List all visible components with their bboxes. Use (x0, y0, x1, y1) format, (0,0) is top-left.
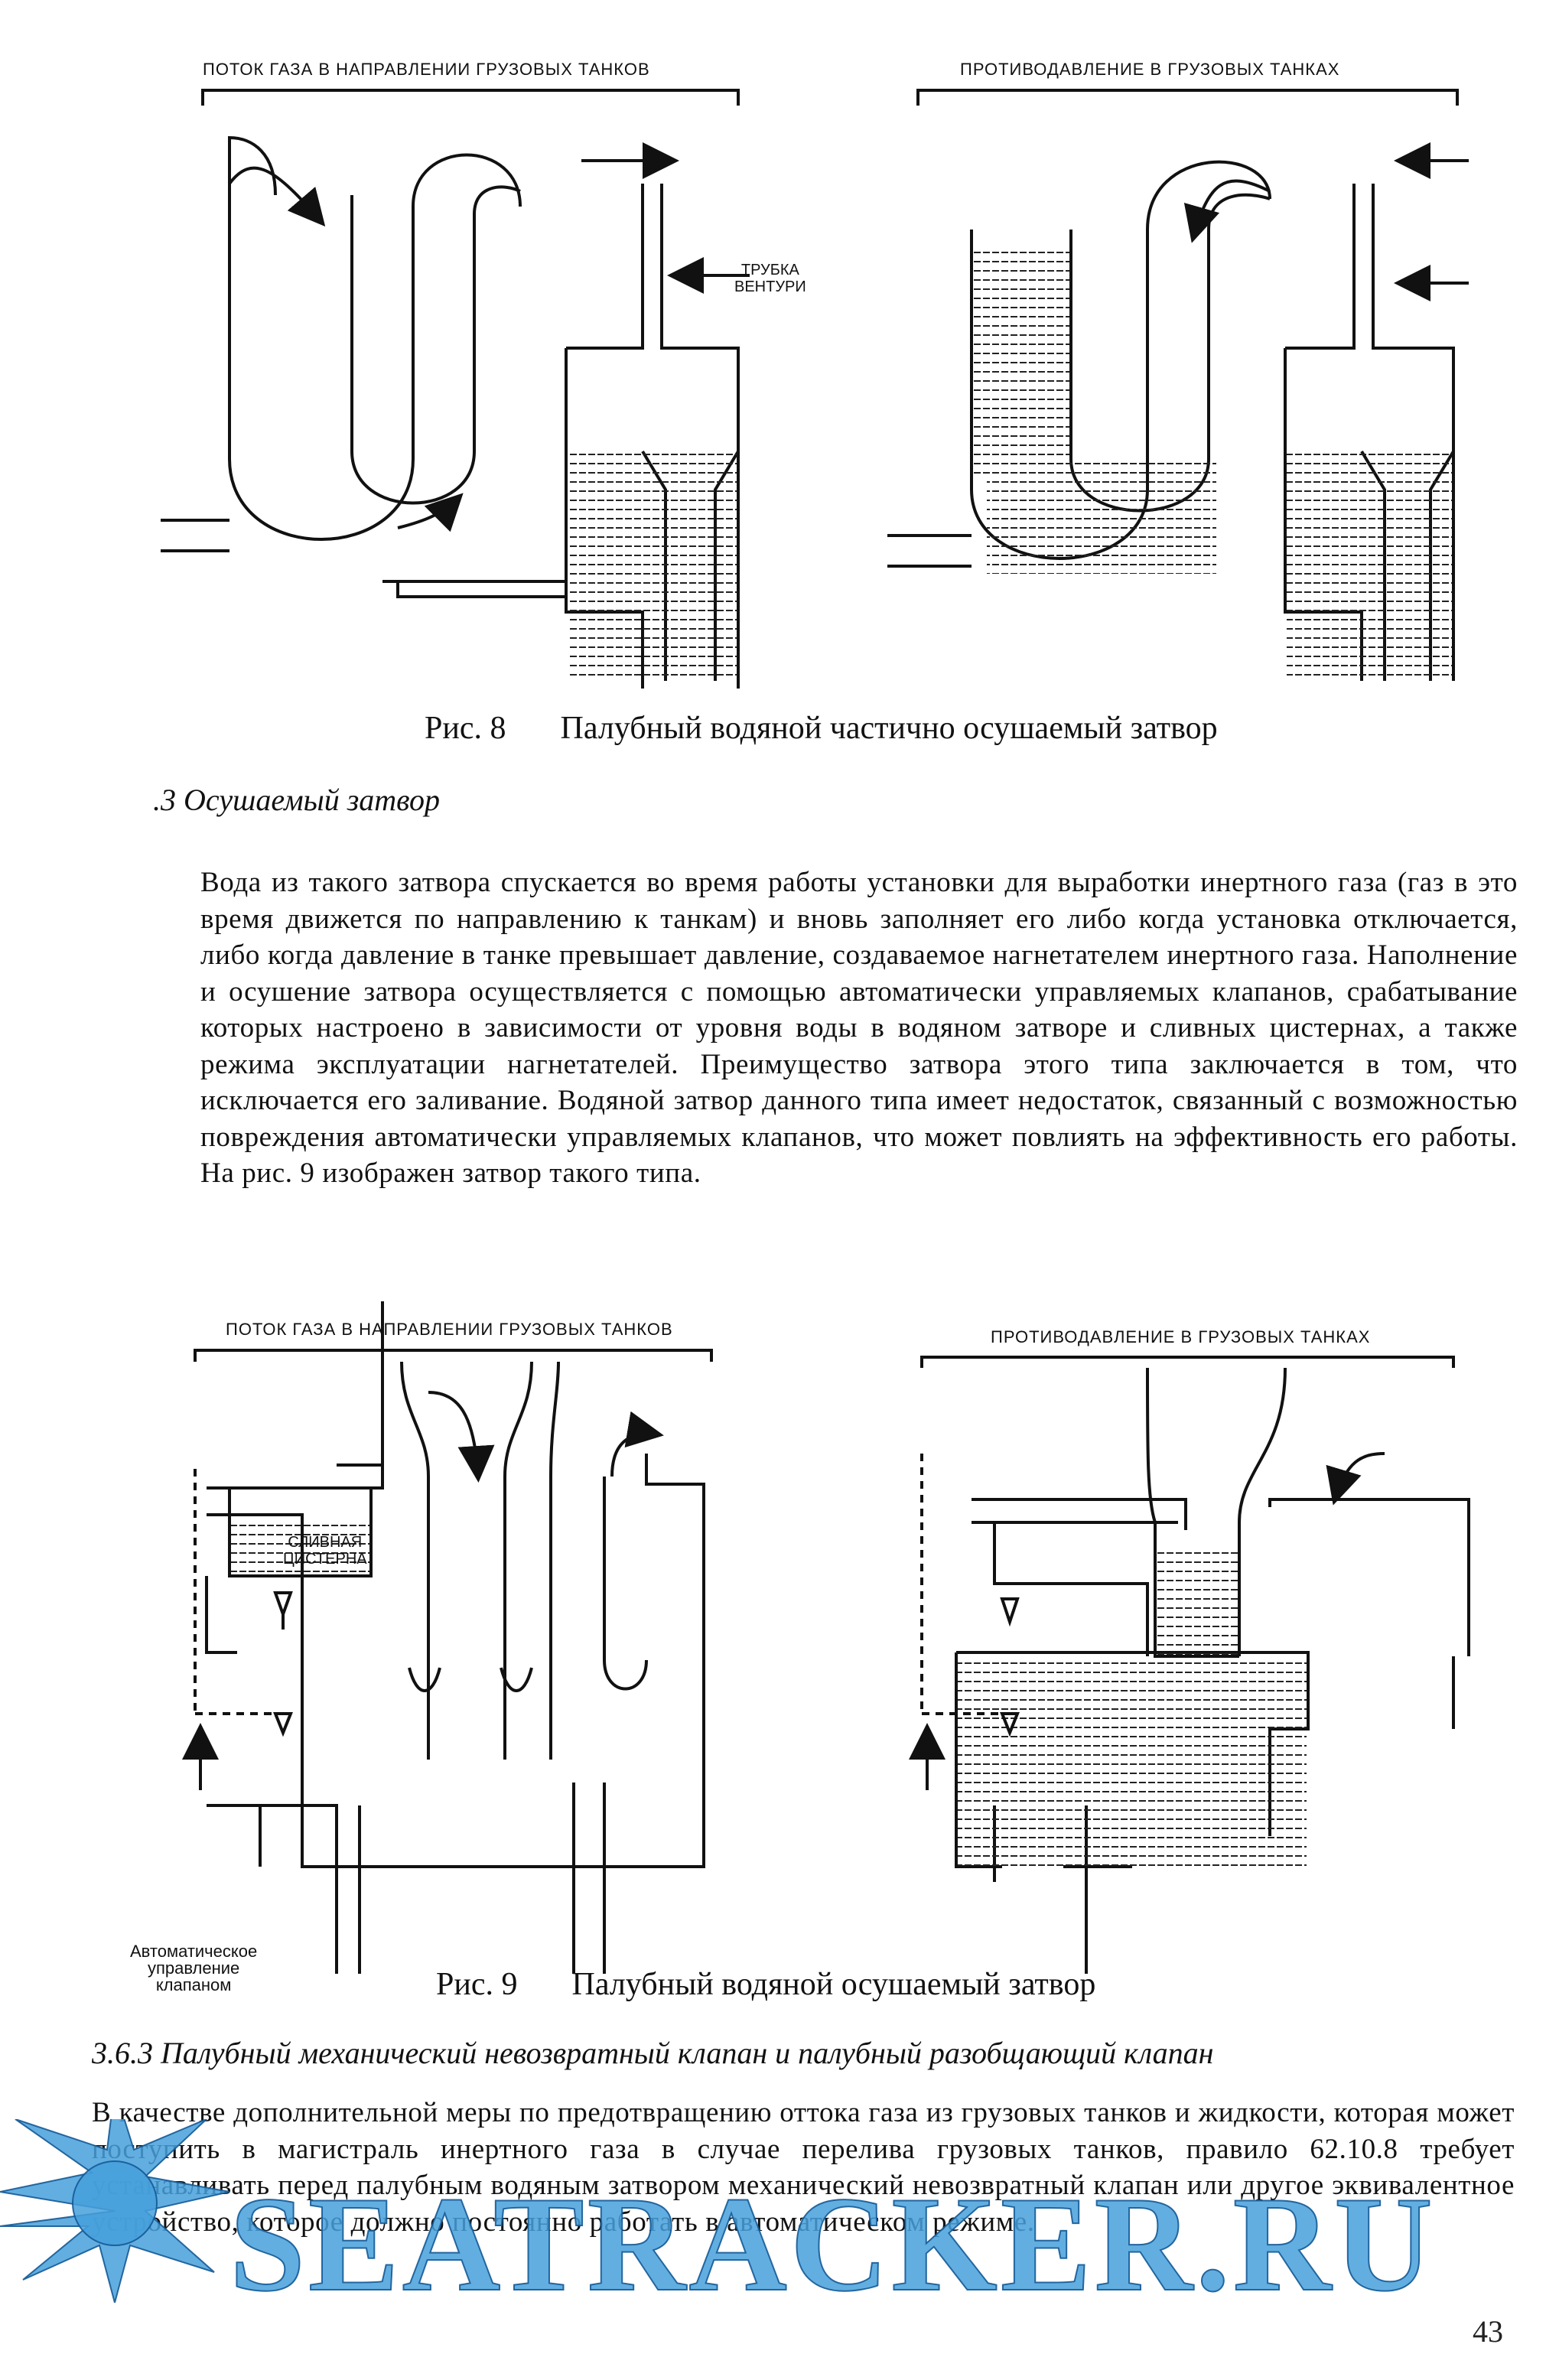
figure-8: ПОТОК ГАЗА В НАПРАВЛЕНИИ ГРУЗОВЫХ ТАНКОВ… (0, 0, 1546, 734)
figure-8-title: Палубный водяной частично осушаемый затв… (560, 711, 1218, 746)
venturi-label-line2: ВЕНТУРИ (734, 278, 806, 295)
fig8-right-label: ПРОТИВОДАВЛЕНИЕ В ГРУЗОВЫХ ТАНКАХ (960, 60, 1340, 79)
venturi-label: ТРУБКА ВЕНТУРИ (734, 262, 806, 295)
section-363-heading: 3.6.3 Палубный механический невозвратный… (92, 2036, 1214, 2070)
figure-8-caption: Рис. 8 Палубный водяной частично осушаем… (425, 710, 1218, 747)
drain-tank-label-line1: СЛИВНАЯ (288, 1534, 363, 1551)
figure-9: ПОТОК ГАЗА В НАПРАВЛЕНИИ ГРУЗОВЫХ ТАНКОВ… (0, 1301, 1546, 1994)
figure-9-number: Рис. 9 (436, 1967, 518, 2002)
fig9-right-label: ПРОТИВОДАВЛЕНИЕ В ГРУЗОВЫХ ТАНКАХ (991, 1327, 1371, 1346)
section-3-paragraph: Вода из такого затвора спускается во вре… (200, 867, 1518, 1189)
fig9-left-label: ПОТОК ГАЗА В НАПРАВЛЕНИИ ГРУЗОВЫХ ТАНКОВ (226, 1320, 673, 1339)
fig8-left-label: ПОТОК ГАЗА В НАПРАВЛЕНИИ ГРУЗОВЫХ ТАНКОВ (203, 60, 650, 79)
section-363-paragraph: В качестве дополнительной меры по предот… (92, 2097, 1515, 2238)
figure-9-title: Палубный водяной осушаемый затвор (571, 1967, 1096, 2002)
auto-valve-label: Автоматическое управление клапаном (130, 1943, 257, 1994)
auto-valve-label-line3: клапаном (155, 1975, 232, 1994)
figure-9-drawing (182, 1301, 1470, 1974)
figure-8-number: Рис. 8 (425, 711, 506, 746)
page-number: 43 (1473, 2314, 1503, 2349)
figure-9-caption: Рис. 9 Палубный водяной осушаемый затвор (436, 1966, 1095, 2003)
figure-8-drawing (161, 89, 1469, 689)
venturi-label-line1: ТРУБКА (740, 262, 799, 278)
auto-valve-label-line1: Автоматическое (130, 1942, 258, 1961)
auto-valve-label-line2: управление (147, 1958, 240, 1978)
drain-tank-label-line2: ЦИСТЕРНА (283, 1551, 367, 1568)
watermark-sun-icon (0, 2119, 230, 2303)
section-3-heading: .3 Осушаемый затвор (153, 783, 441, 817)
watermark-text: SEATRACKER.RU (229, 2167, 1436, 2320)
drain-tank-label: СЛИВНАЯ ЦИСТЕРНА (283, 1534, 367, 1568)
